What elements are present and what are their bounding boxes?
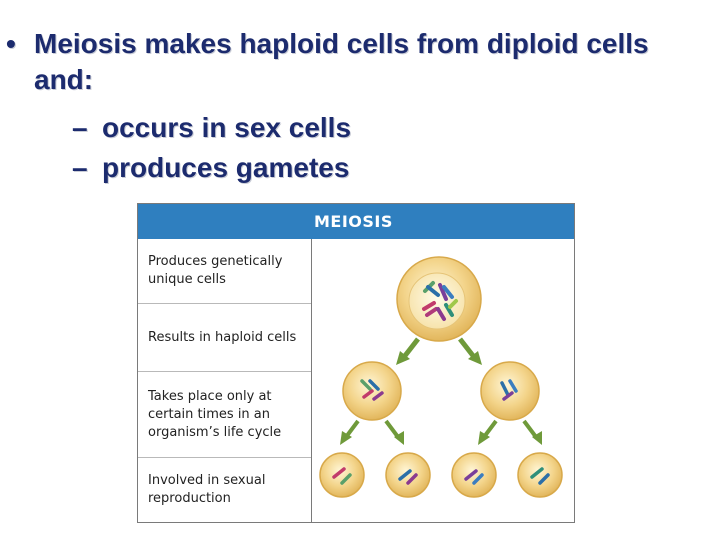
table-header-label: MEIOSIS	[314, 212, 393, 231]
sub-bullet-dash: –	[72, 112, 88, 143]
arrows-to-gametes	[340, 419, 542, 445]
sub-bullet-gametes: –produces gametes	[72, 150, 349, 186]
arrow-to-right-daughter	[458, 337, 482, 365]
daughter-cell-left	[342, 361, 402, 421]
row-label-life-cycle: Takes place only at certain times in an …	[138, 372, 311, 458]
meiosis-diagram	[319, 256, 563, 498]
row-label-haploid-cells: Results in haploid cells	[138, 304, 311, 372]
row-label-unique-cells: Produces genetically unique cells	[138, 239, 311, 304]
meiosis-table: MEIOSIS Produces genetically unique cell…	[137, 203, 575, 523]
parent-cell	[396, 256, 482, 342]
row-labels-column: Produces genetically unique cells Result…	[138, 239, 312, 522]
gamete-4	[517, 452, 563, 498]
gamete-3	[451, 452, 497, 498]
sub-bullet-text: produces gametes	[102, 152, 350, 183]
arrow-to-left-daughter	[396, 337, 420, 365]
gamete-2	[385, 452, 431, 498]
daughter-cell-right	[480, 361, 540, 421]
row-label-sexual-reproduction: Involved in sexual reproduction	[148, 473, 266, 506]
sub-bullet-text: occurs in sex cells	[102, 112, 352, 143]
gamete-1	[319, 452, 365, 498]
bullet-marker: •	[6, 28, 16, 59]
sub-bullet-dash: –	[72, 152, 88, 183]
table-header: MEIOSIS	[138, 204, 574, 239]
main-bullet-text: Meiosis makes haploid cells from diploid…	[34, 28, 649, 95]
sub-bullet-sex-cells: –occurs in sex cells	[72, 110, 351, 146]
